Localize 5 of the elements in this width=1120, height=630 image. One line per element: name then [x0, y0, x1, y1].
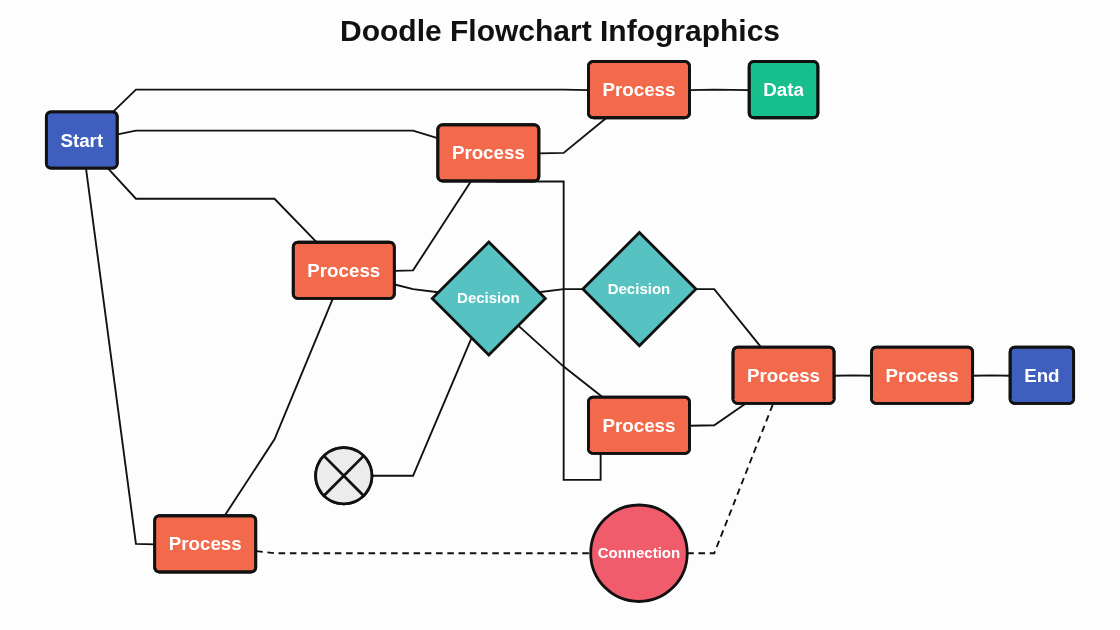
- node-diamond: Decision: [580, 230, 698, 348]
- connector: [538, 117, 607, 155]
- diagram-title: Doodle Flowchart Infographics: [339, 14, 781, 48]
- node-circle: Connection: [589, 503, 689, 603]
- node-diamond: Decision: [430, 239, 548, 357]
